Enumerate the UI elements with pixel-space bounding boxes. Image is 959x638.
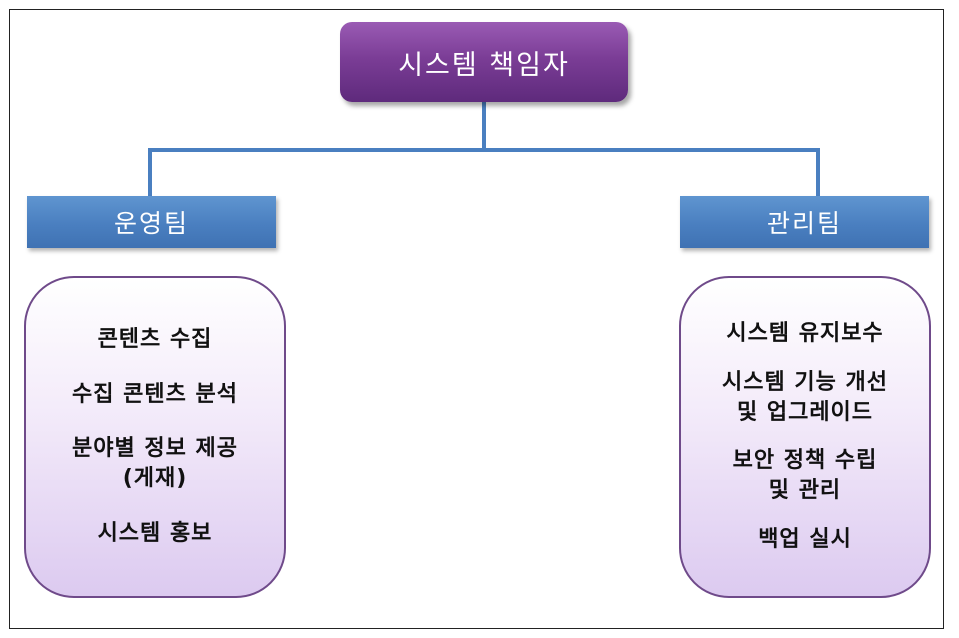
team-node-operations: 운영팀 <box>27 196 276 248</box>
management-task-item: 백업 실시 <box>758 527 852 553</box>
operations-task-list: 콘텐츠 수집 수집 콘텐츠 분석 분야별 정보 제공 (게재) 시스템 홍보 <box>24 276 286 598</box>
team-node-management: 관리팀 <box>680 196 929 248</box>
management-task-item: 시스템 기능 개선 및 업그레이드 <box>722 369 888 425</box>
operations-task-item: 콘텐츠 수집 <box>97 326 213 352</box>
management-task-list: 시스템 유지보수 시스템 기능 개선 및 업그레이드 보안 정책 수립 및 관리… <box>679 276 931 598</box>
operations-task-item: 시스템 홍보 <box>97 521 213 547</box>
root-node-system-owner: 시스템 책임자 <box>340 22 628 102</box>
team-label-operations: 운영팀 <box>113 209 189 238</box>
root-node-label: 시스템 책임자 <box>398 49 570 81</box>
team-label-management: 관리팀 <box>766 209 842 238</box>
operations-task-item: 분야별 정보 제공 (게재) <box>72 436 238 492</box>
management-task-item: 보안 정책 수립 및 관리 <box>732 448 878 504</box>
management-task-item: 시스템 유지보수 <box>726 320 884 346</box>
operations-task-item: 수집 콘텐츠 분석 <box>72 381 238 407</box>
